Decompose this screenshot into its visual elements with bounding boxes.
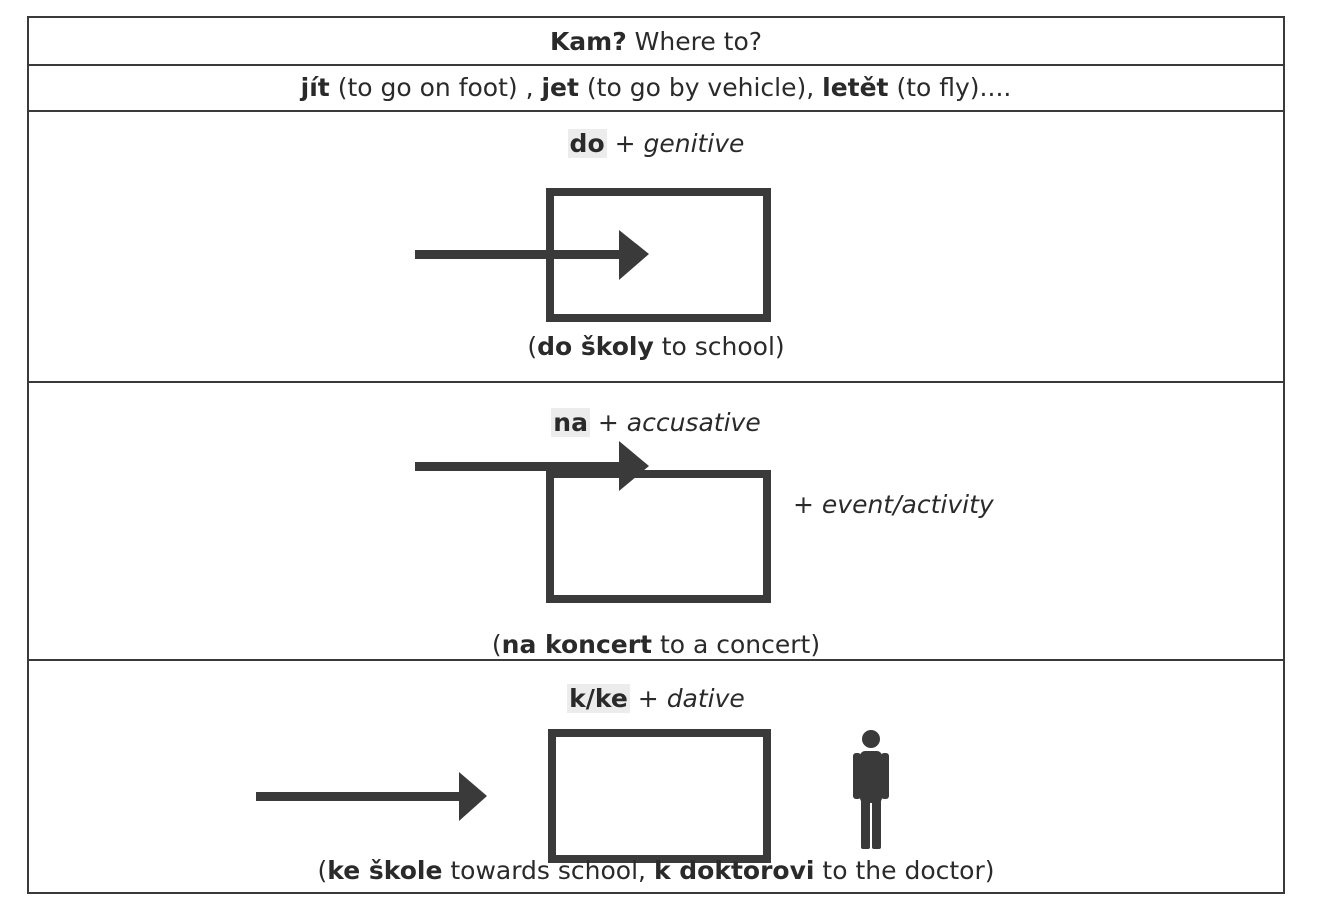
verbs-line: jít (to go on foot) , jet (to go by vehi… [29,73,1283,103]
example-gloss-1: towards school, [442,856,654,885]
genitive-diagram [415,188,771,322]
example-gloss: to a concert) [652,630,821,659]
case-accusative: accusative [626,408,761,437]
example-na-koncert: na koncert [501,630,652,659]
example-accusative: (na koncert to a concert) [29,630,1283,660]
example-dative: (ke škole towards school, k doktorovi to… [29,856,1283,886]
title-row: Kam? Where to? [29,18,1283,66]
case-dative: dative [666,684,745,713]
arrow-right-icon [415,441,649,491]
side-note-event: + event/activity [793,490,994,519]
prepositions-table: Kam? Where to? jít (to go on foot) , jet… [27,16,1285,894]
paren-open: ( [527,332,538,361]
verb-jit-gloss: (to go on foot) , [329,73,542,102]
preposition-k-ke: k/ke [567,684,630,713]
box-icon [548,729,771,863]
box-icon [546,470,771,603]
example-do-skoly: do školy [537,332,654,361]
plus-sign: + [606,129,644,158]
example-gloss: to school) [653,332,785,361]
example-genitive: (do školy to school) [29,332,1283,362]
verb-jit: jít [300,73,330,102]
section-heading-genitive: do + genitive [29,129,1283,159]
verb-jet: jet [541,73,579,102]
section-dative: k/ke + dative (ke škole towards school, … [29,661,1283,894]
case-genitive: genitive [643,129,745,158]
section-genitive: do + genitive (do školy to school) [29,112,1283,383]
section-heading-accusative: na + accusative [29,408,1283,438]
accusative-diagram [415,441,771,603]
verb-jet-gloss: (to go by vehicle), [578,73,823,102]
plus-sign: + [589,408,627,437]
preposition-na: na [551,408,590,437]
plus-sign: + [629,684,667,713]
dative-diagram [256,729,889,863]
verbs-row: jít (to go on foot) , jet (to go by vehi… [29,66,1283,112]
arrow-right-icon [256,772,487,821]
title-translation: Where to? [626,27,763,56]
verb-letet-gloss: (to fly).... [888,73,1012,102]
table-title: Kam? Where to? [29,27,1283,57]
example-ke-skole: ke škole [327,856,443,885]
paren-open: ( [317,856,328,885]
paren-open: ( [491,630,502,659]
title-question: Kam? [549,27,627,56]
verb-letet: letět [822,73,889,102]
section-accusative: na + accusative + event/activity (na kon… [29,383,1283,661]
arrow-right-icon [415,230,649,280]
example-gloss-2: to the doctor) [814,856,995,885]
section-heading-dative: k/ke + dative [29,684,1283,714]
side-note-text: event/activity [821,490,994,519]
person-icon [853,730,889,849]
preposition-do: do [567,129,607,158]
side-plus: + [793,490,822,519]
example-k-doktorovi: k doktorovi [653,856,815,885]
